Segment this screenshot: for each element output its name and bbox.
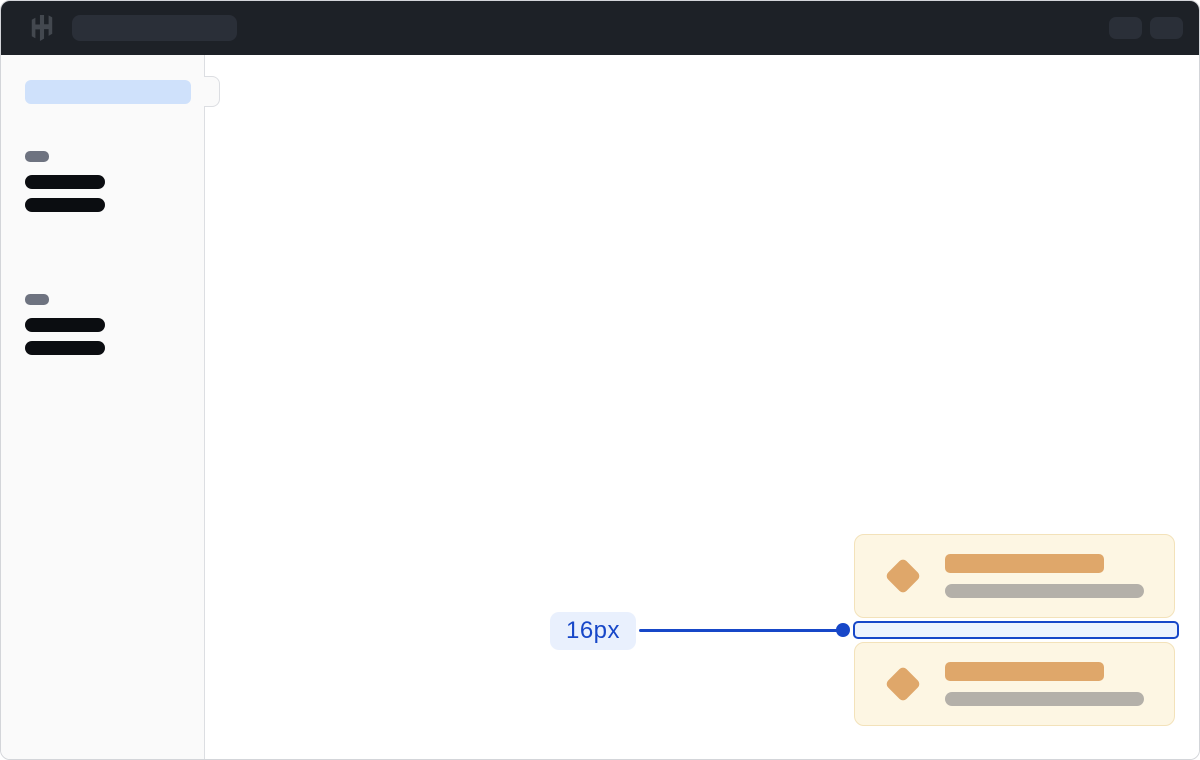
- main-content: 16px: [205, 55, 1199, 759]
- annotation-connector-line: [639, 629, 843, 632]
- nav-item-skeleton[interactable]: [25, 318, 105, 332]
- header-action-skeleton-1[interactable]: [1109, 17, 1142, 39]
- card-title-skeleton: [945, 662, 1104, 681]
- card-text-skeletons: [945, 554, 1144, 598]
- header-action-skeleton-2[interactable]: [1150, 17, 1183, 39]
- list-card[interactable]: [854, 534, 1175, 618]
- spacing-highlight-rect: [853, 621, 1179, 639]
- sidebar: [1, 55, 220, 759]
- hashicorp-logo-icon: [31, 15, 53, 41]
- app-body: 16px: [1, 55, 1199, 759]
- annotation-connector-dot: [836, 623, 850, 637]
- search-bar-skeleton[interactable]: [72, 15, 237, 41]
- nav-group-label-skeleton: [25, 294, 49, 305]
- nav-item-skeleton[interactable]: [25, 341, 105, 355]
- card-subtitle-skeleton: [945, 584, 1144, 598]
- diamond-icon: [884, 665, 922, 703]
- nav-group-label-skeleton: [25, 151, 49, 162]
- card-title-skeleton: [945, 554, 1104, 573]
- active-nav-item-skeleton[interactable]: [25, 80, 191, 104]
- list-card[interactable]: [854, 642, 1175, 726]
- spacing-value-label: 16px: [550, 612, 636, 650]
- sidebar-collapse-handle[interactable]: [204, 76, 220, 107]
- diamond-icon: [884, 557, 922, 595]
- nav-item-skeleton[interactable]: [25, 198, 105, 212]
- card-text-skeletons: [945, 662, 1144, 706]
- app-header: [1, 1, 1199, 55]
- nav-item-skeleton[interactable]: [25, 175, 105, 189]
- card-subtitle-skeleton: [945, 692, 1144, 706]
